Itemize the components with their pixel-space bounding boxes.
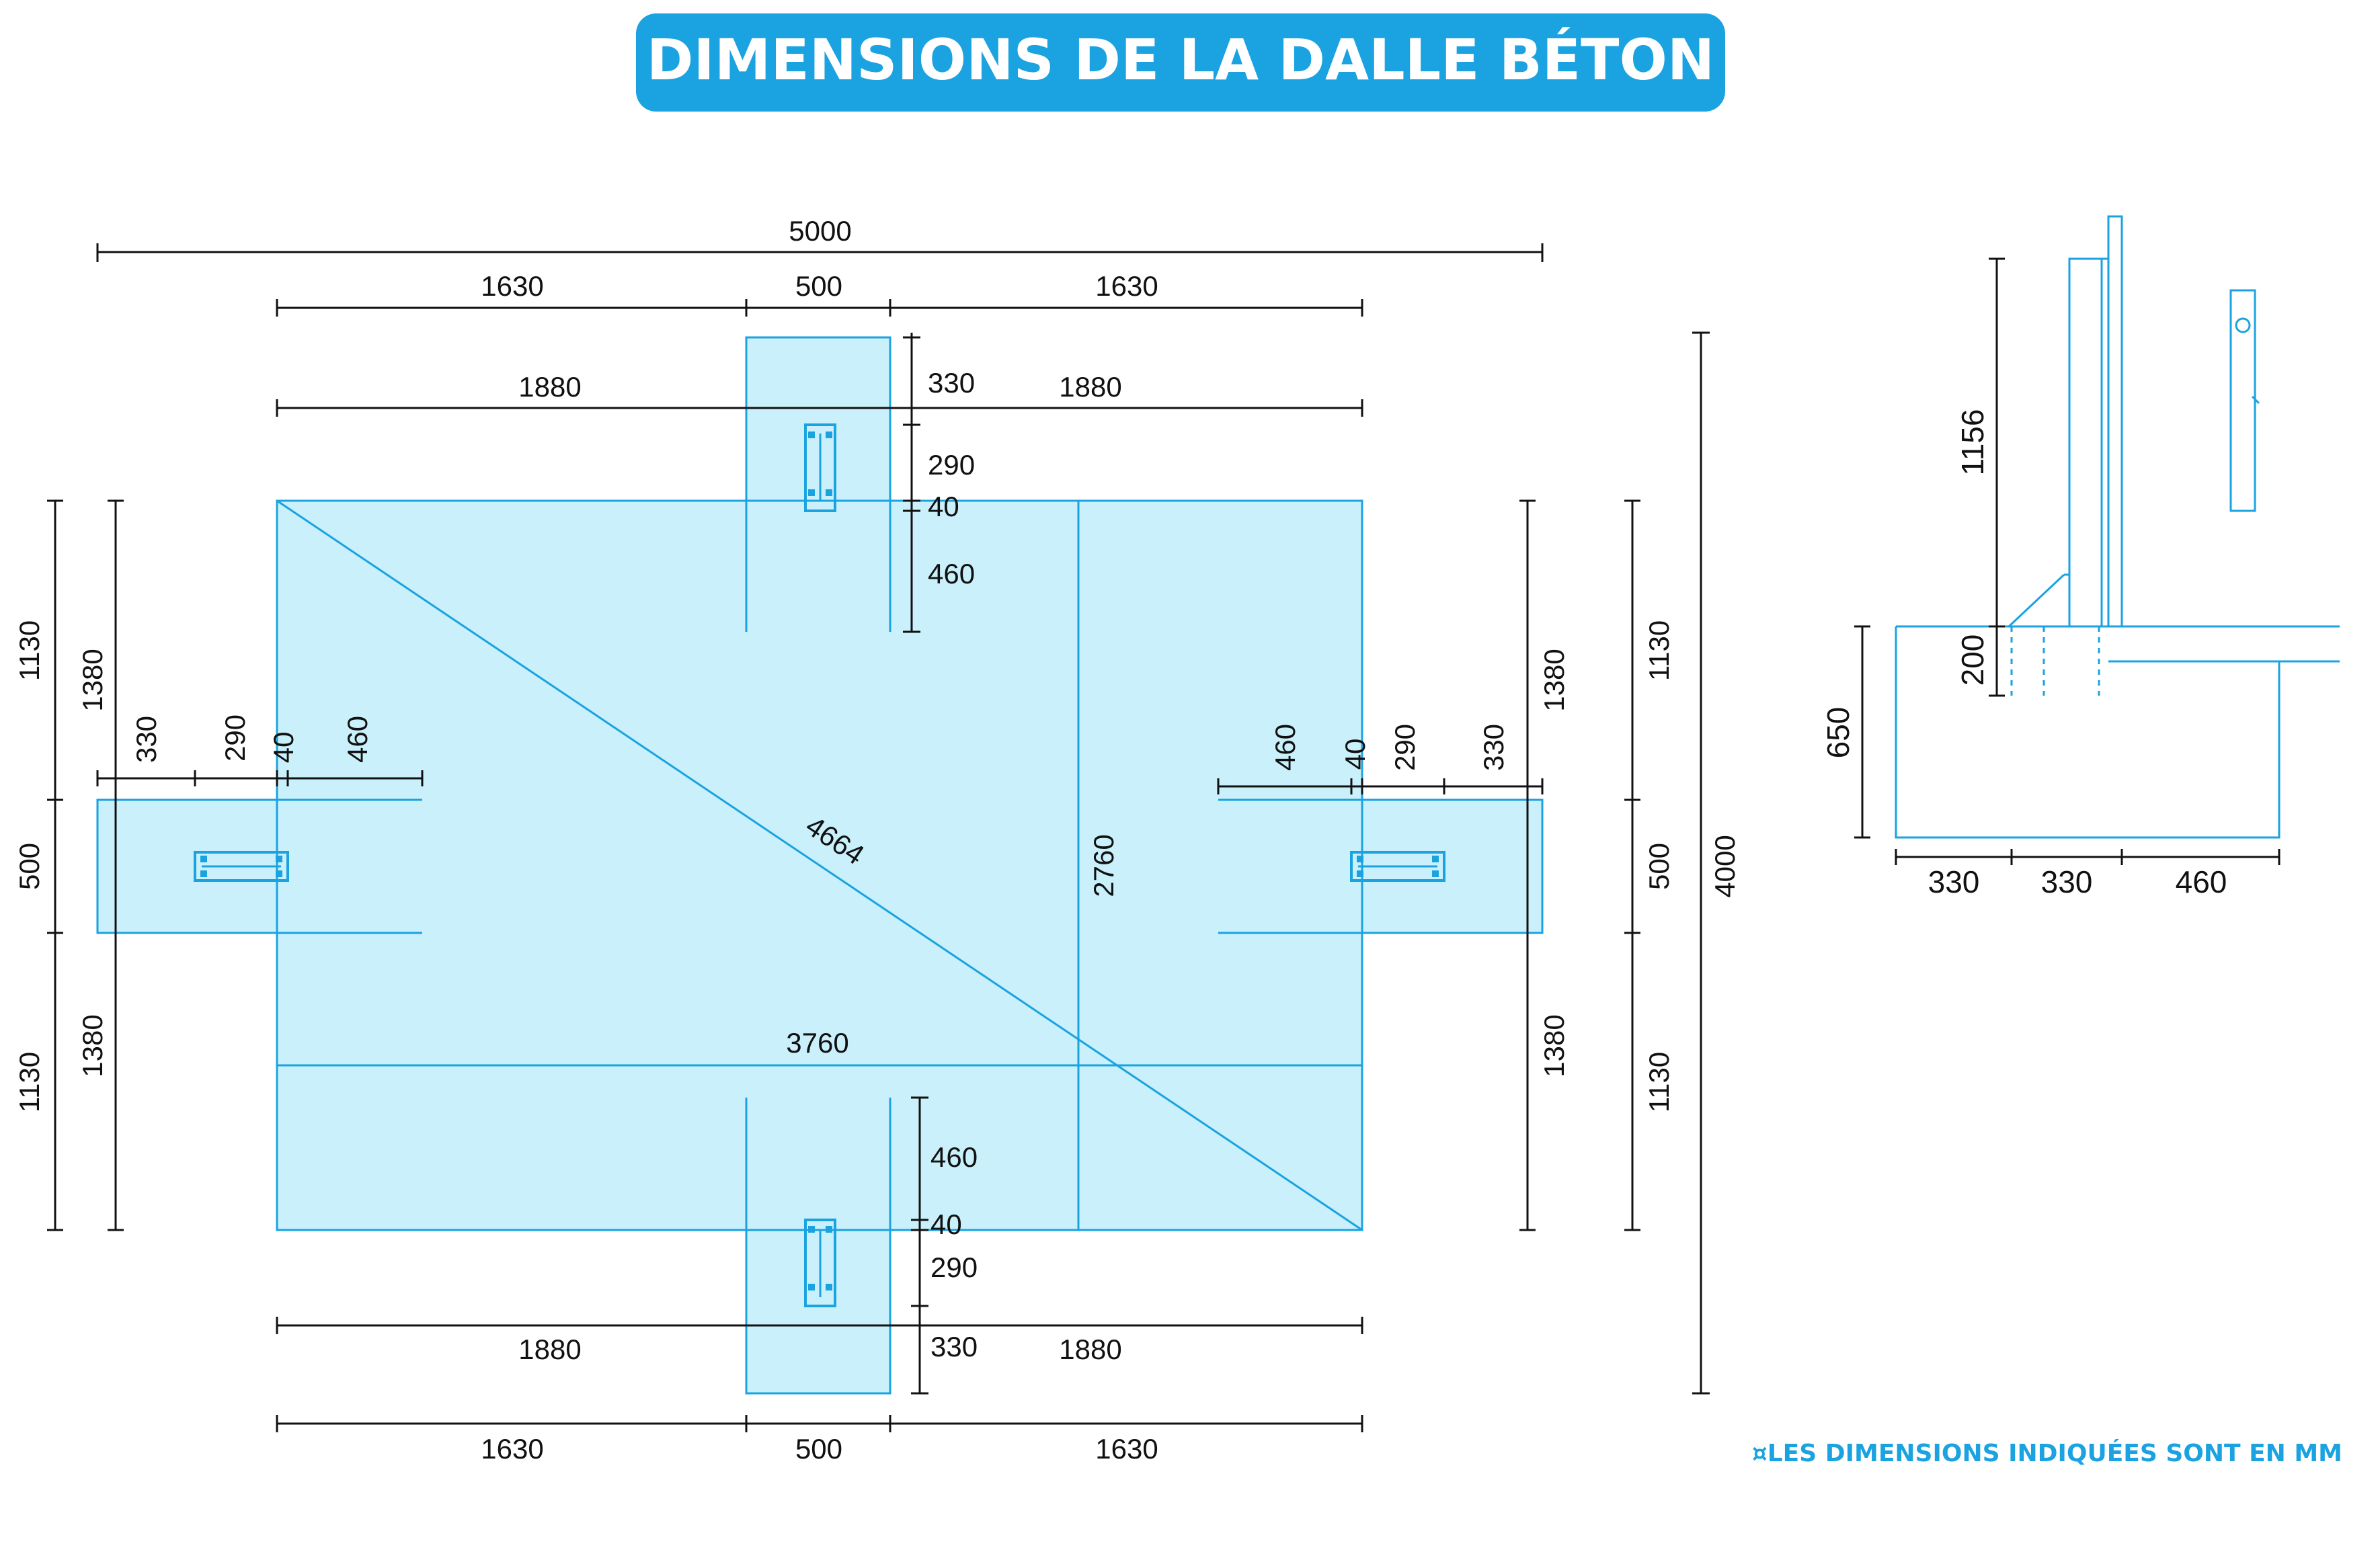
- dimension-labels: 5000 1630 500 1630 1880 1880 330 290 40 …: [13, 215, 1741, 1465]
- left-foot-label: 40: [268, 732, 299, 764]
- top-offset-label: 1880: [1059, 371, 1121, 403]
- left-foot-label: 330: [130, 716, 162, 763]
- slab-width-label: 3760: [786, 1027, 848, 1059]
- bottom-foot-label: 330: [930, 1331, 978, 1362]
- bottom-row-label: 500: [795, 1433, 842, 1465]
- dimension-lines: [47, 243, 1710, 1432]
- right-foot-label: 330: [1478, 724, 1509, 771]
- post-side-view: [2229, 289, 2260, 512]
- page-title: DIMENSIONS DE LA DALLE BÉTON: [647, 27, 1714, 93]
- bottom-base-plate: [804, 1219, 836, 1307]
- top-offset-label: 1880: [518, 371, 581, 403]
- section-bottom-label: 460: [2176, 864, 2227, 899]
- left-foot-label: 290: [219, 714, 251, 762]
- left-outer-label: 1130: [13, 620, 45, 681]
- right-inner-label: 1380: [1538, 649, 1570, 711]
- right-foot-label: 40: [1339, 739, 1371, 770]
- right-inner-label: 1380: [1538, 1014, 1570, 1077]
- top-row-label: 500: [795, 270, 842, 302]
- top-row-label: 1630: [481, 270, 543, 302]
- diagonal-line: [276, 499, 1363, 1231]
- left-outer-label: 1130: [13, 1052, 45, 1112]
- top-row-label: 1630: [1095, 270, 1158, 302]
- right-outer-label: 1130: [1643, 1052, 1675, 1112]
- left-outer-label: 500: [13, 843, 45, 890]
- bottom-offset-label: 1880: [1059, 1334, 1121, 1365]
- bottom-foot-label: 460: [930, 1141, 978, 1173]
- overall-width-label: 5000: [789, 215, 851, 247]
- cross-section: 1156 200 650 330 330 460: [1821, 215, 2340, 899]
- bottom-foot-label: 40: [930, 1208, 962, 1240]
- top-foot-label: 40: [928, 491, 959, 522]
- title-background: [636, 13, 1725, 112]
- section-bottom-label: 330: [2041, 864, 2093, 899]
- right-outer-label: 500: [1643, 843, 1675, 890]
- top-foot-label: 330: [928, 367, 975, 399]
- right-base-plate: [1350, 851, 1445, 882]
- slab-height-label: 2760: [1088, 834, 1119, 897]
- base-plates: [194, 423, 1445, 1307]
- right-outer-label: 1130: [1643, 620, 1675, 681]
- top-base-plate: [804, 423, 836, 512]
- left-base-plate: [194, 851, 289, 882]
- units-note: ¤LES DIMENSIONS INDIQUÉES SONT EN MM: [1752, 1439, 2342, 1467]
- overall-height-label: 4000: [1709, 835, 1741, 897]
- foundation-depth-label: 650: [1821, 707, 1856, 759]
- top-foot-label: 460: [928, 558, 975, 589]
- left-inner-label: 1380: [77, 649, 108, 711]
- top-foot-label: 290: [928, 449, 975, 481]
- post-height-label: 1156: [1955, 409, 1990, 476]
- bottom-offset-label: 1880: [518, 1334, 581, 1365]
- right-foot-label: 460: [1269, 724, 1301, 771]
- left-foot-label: 460: [342, 716, 373, 763]
- right-foot-label: 290: [1389, 724, 1421, 771]
- bottom-row-label: 1630: [1095, 1433, 1158, 1465]
- section-bottom-label: 330: [1928, 864, 1980, 899]
- bottom-row-label: 1630: [481, 1433, 543, 1465]
- title-banner: DIMENSIONS DE LA DALLE BÉTON: [636, 13, 1725, 112]
- slab-depth-label: 200: [1955, 634, 1990, 686]
- left-inner-label: 1380: [77, 1014, 108, 1077]
- bottom-foot-label: 290: [930, 1252, 978, 1283]
